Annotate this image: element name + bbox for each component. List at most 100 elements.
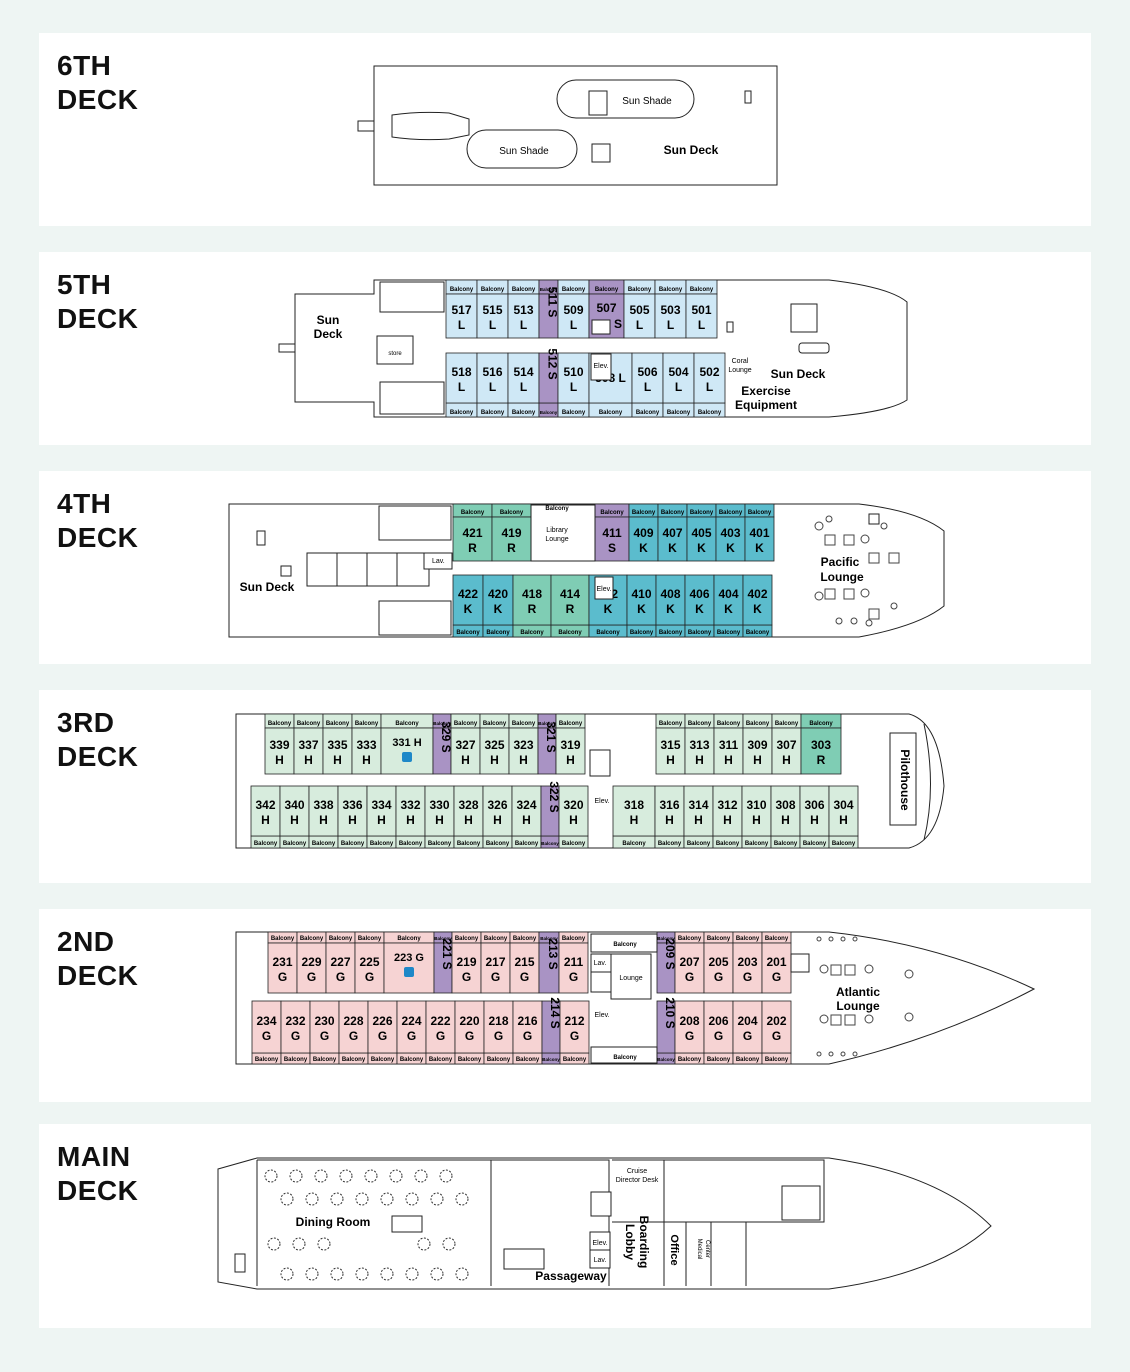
cabin-507[interactable]: Balcony507S	[588, 279, 625, 339]
cabin-202[interactable]: Balcony202G	[761, 1000, 792, 1065]
cabin-313[interactable]: Balcony313H	[684, 713, 715, 775]
cabin-515[interactable]: Balcony515L	[476, 279, 509, 339]
cabin-330[interactable]: Balcony330H	[424, 785, 455, 849]
cabin-338[interactable]: Balcony338H	[308, 785, 339, 849]
cabin-316[interactable]: Balcony316H	[654, 785, 685, 849]
cabin-511[interactable]: Balcony511 S	[538, 279, 560, 339]
cabin-408[interactable]: Balcony408K	[655, 574, 686, 638]
cabin-321[interactable]: Balcony321 S	[537, 713, 558, 775]
cabin-304[interactable]: Balcony304H	[828, 785, 859, 849]
cabin-308[interactable]: Balcony308H	[770, 785, 801, 849]
cabin-322[interactable]: Balcony322 S	[540, 781, 561, 849]
cabin-326[interactable]: Balcony326H	[482, 785, 513, 849]
cabin-311[interactable]: Balcony311H	[713, 713, 744, 775]
cabin-229[interactable]: Balcony229G	[296, 931, 327, 994]
cabin-405[interactable]: Balcony405K	[686, 503, 717, 562]
cabin-214[interactable]: Balcony214 S	[541, 997, 562, 1065]
cabin-514[interactable]: Balcony514L	[507, 352, 540, 418]
cabin-228[interactable]: Balcony228G	[338, 1000, 369, 1065]
cabin-327[interactable]: Balcony327H	[450, 713, 481, 775]
cabin-204[interactable]: Balcony204G	[732, 1000, 763, 1065]
cabin-518[interactable]: Balcony518L	[445, 352, 478, 418]
cabin-516[interactable]: Balcony516L	[476, 352, 509, 418]
cabin-310[interactable]: Balcony310H	[741, 785, 772, 849]
cabin-231[interactable]: Balcony231G	[267, 931, 298, 994]
cabin-334[interactable]: Balcony334H	[366, 785, 397, 849]
cabin-403[interactable]: Balcony403K	[715, 503, 746, 562]
cabin-409[interactable]: Balcony409K	[628, 503, 659, 562]
cabin-504[interactable]: Balcony504L	[662, 352, 695, 418]
cabin-205[interactable]: Balcony205G	[703, 931, 734, 994]
cabin-420[interactable]: Balcony420K	[482, 574, 514, 638]
cabin-418[interactable]: Balcony418R	[512, 574, 552, 638]
cabin-333[interactable]: Balcony333H	[351, 713, 382, 775]
cabin-210[interactable]: Balcony210 S	[656, 997, 677, 1065]
cabin-217[interactable]: Balcony217G	[480, 931, 511, 994]
cabin-505[interactable]: Balcony505L	[623, 279, 656, 339]
cabin-206[interactable]: Balcony206G	[703, 1000, 734, 1065]
cabin-216[interactable]: Balcony216G	[512, 1000, 543, 1065]
cabin-209[interactable]: Balcony209 S	[656, 931, 677, 994]
cabin-207[interactable]: Balcony207G	[674, 931, 705, 994]
cabin-203[interactable]: Balcony203G	[732, 931, 763, 994]
cabin-419[interactable]: Balcony419R	[491, 503, 532, 562]
cabin-318[interactable]: Balcony318H	[612, 785, 656, 849]
cabin-513[interactable]: Balcony513L	[507, 279, 540, 339]
cabin-324[interactable]: Balcony324H	[511, 785, 542, 849]
cabin-502[interactable]: Balcony502L	[693, 352, 726, 418]
cabin-402[interactable]: Balcony402K	[742, 574, 773, 638]
cabin-307[interactable]: Balcony307H	[771, 713, 802, 775]
cabin-201[interactable]: Balcony201G	[761, 931, 792, 994]
cabin-422[interactable]: Balcony422K	[452, 574, 484, 638]
cabin-501[interactable]: Balcony501L	[685, 279, 718, 339]
cabin-222[interactable]: Balcony222G	[425, 1000, 456, 1065]
cabin-224[interactable]: Balcony224G	[396, 1000, 427, 1065]
cabin-510[interactable]: Balcony510L	[557, 352, 590, 418]
cabin-303[interactable]: Balcony303R	[800, 713, 842, 775]
cabin-232[interactable]: Balcony232G	[280, 1000, 311, 1065]
cabin-411[interactable]: Balcony411S	[594, 503, 630, 562]
cabin-414[interactable]: Balcony414R	[550, 574, 590, 638]
cabin-332[interactable]: Balcony332H	[395, 785, 426, 849]
cabin-517[interactable]: Balcony517L	[445, 279, 478, 339]
cabin-410[interactable]: Balcony410K	[626, 574, 657, 638]
cabin-309[interactable]: Balcony309H	[742, 713, 773, 775]
cabin-220[interactable]: Balcony220G	[454, 1000, 485, 1065]
cabin-329[interactable]: Balcony329 S	[432, 713, 453, 775]
cabin-315[interactable]: Balcony315H	[655, 713, 686, 775]
cabin-512[interactable]: Balcony512 S	[538, 348, 560, 418]
cabin-340[interactable]: Balcony340H	[279, 785, 310, 849]
cabin-314[interactable]: Balcony314H	[683, 785, 714, 849]
cabin-325[interactable]: Balcony325H	[479, 713, 510, 775]
cabin-323[interactable]: Balcony323H	[508, 713, 539, 775]
cabin-320[interactable]: Balcony320H	[558, 785, 589, 849]
cabin-407[interactable]: Balcony407K	[657, 503, 688, 562]
cabin-339[interactable]: Balcony339H	[264, 713, 295, 775]
cabin-328[interactable]: Balcony328H	[453, 785, 484, 849]
cabin-421[interactable]: Balcony421R	[452, 503, 493, 562]
cabin-401[interactable]: Balcony401K	[744, 503, 775, 562]
cabin-331[interactable]: Balcony331 H	[380, 713, 434, 775]
cabin-213[interactable]: Balcony213 S	[538, 931, 560, 994]
cabin-225[interactable]: Balcony225G	[354, 931, 385, 994]
cabin-312[interactable]: Balcony312H	[712, 785, 743, 849]
cabin-234[interactable]: Balcony234G	[251, 1000, 282, 1065]
cabin-230[interactable]: Balcony230G	[309, 1000, 340, 1065]
cabin-223[interactable]: Balcony223 G	[383, 931, 435, 994]
cabin-509[interactable]: Balcony509L	[557, 279, 590, 339]
cabin-342[interactable]: Balcony342H	[250, 785, 281, 849]
cabin-211[interactable]: Balcony211G	[558, 931, 589, 994]
cabin-212[interactable]: Balcony212G	[559, 1000, 590, 1065]
cabin-226[interactable]: Balcony226G	[367, 1000, 398, 1065]
cabin-406[interactable]: Balcony406K	[684, 574, 715, 638]
cabin-337[interactable]: Balcony337H	[293, 713, 324, 775]
cabin-208[interactable]: Balcony208G	[674, 1000, 705, 1065]
cabin-404[interactable]: Balcony404K	[713, 574, 744, 638]
cabin-218[interactable]: Balcony218G	[483, 1000, 514, 1065]
cabin-215[interactable]: Balcony215G	[509, 931, 540, 994]
cabin-219[interactable]: Balcony219G	[451, 931, 482, 994]
cabin-336[interactable]: Balcony336H	[337, 785, 368, 849]
cabin-306[interactable]: Balcony306H	[799, 785, 830, 849]
cabin-503[interactable]: Balcony503L	[654, 279, 687, 339]
cabin-335[interactable]: Balcony335H	[322, 713, 353, 775]
